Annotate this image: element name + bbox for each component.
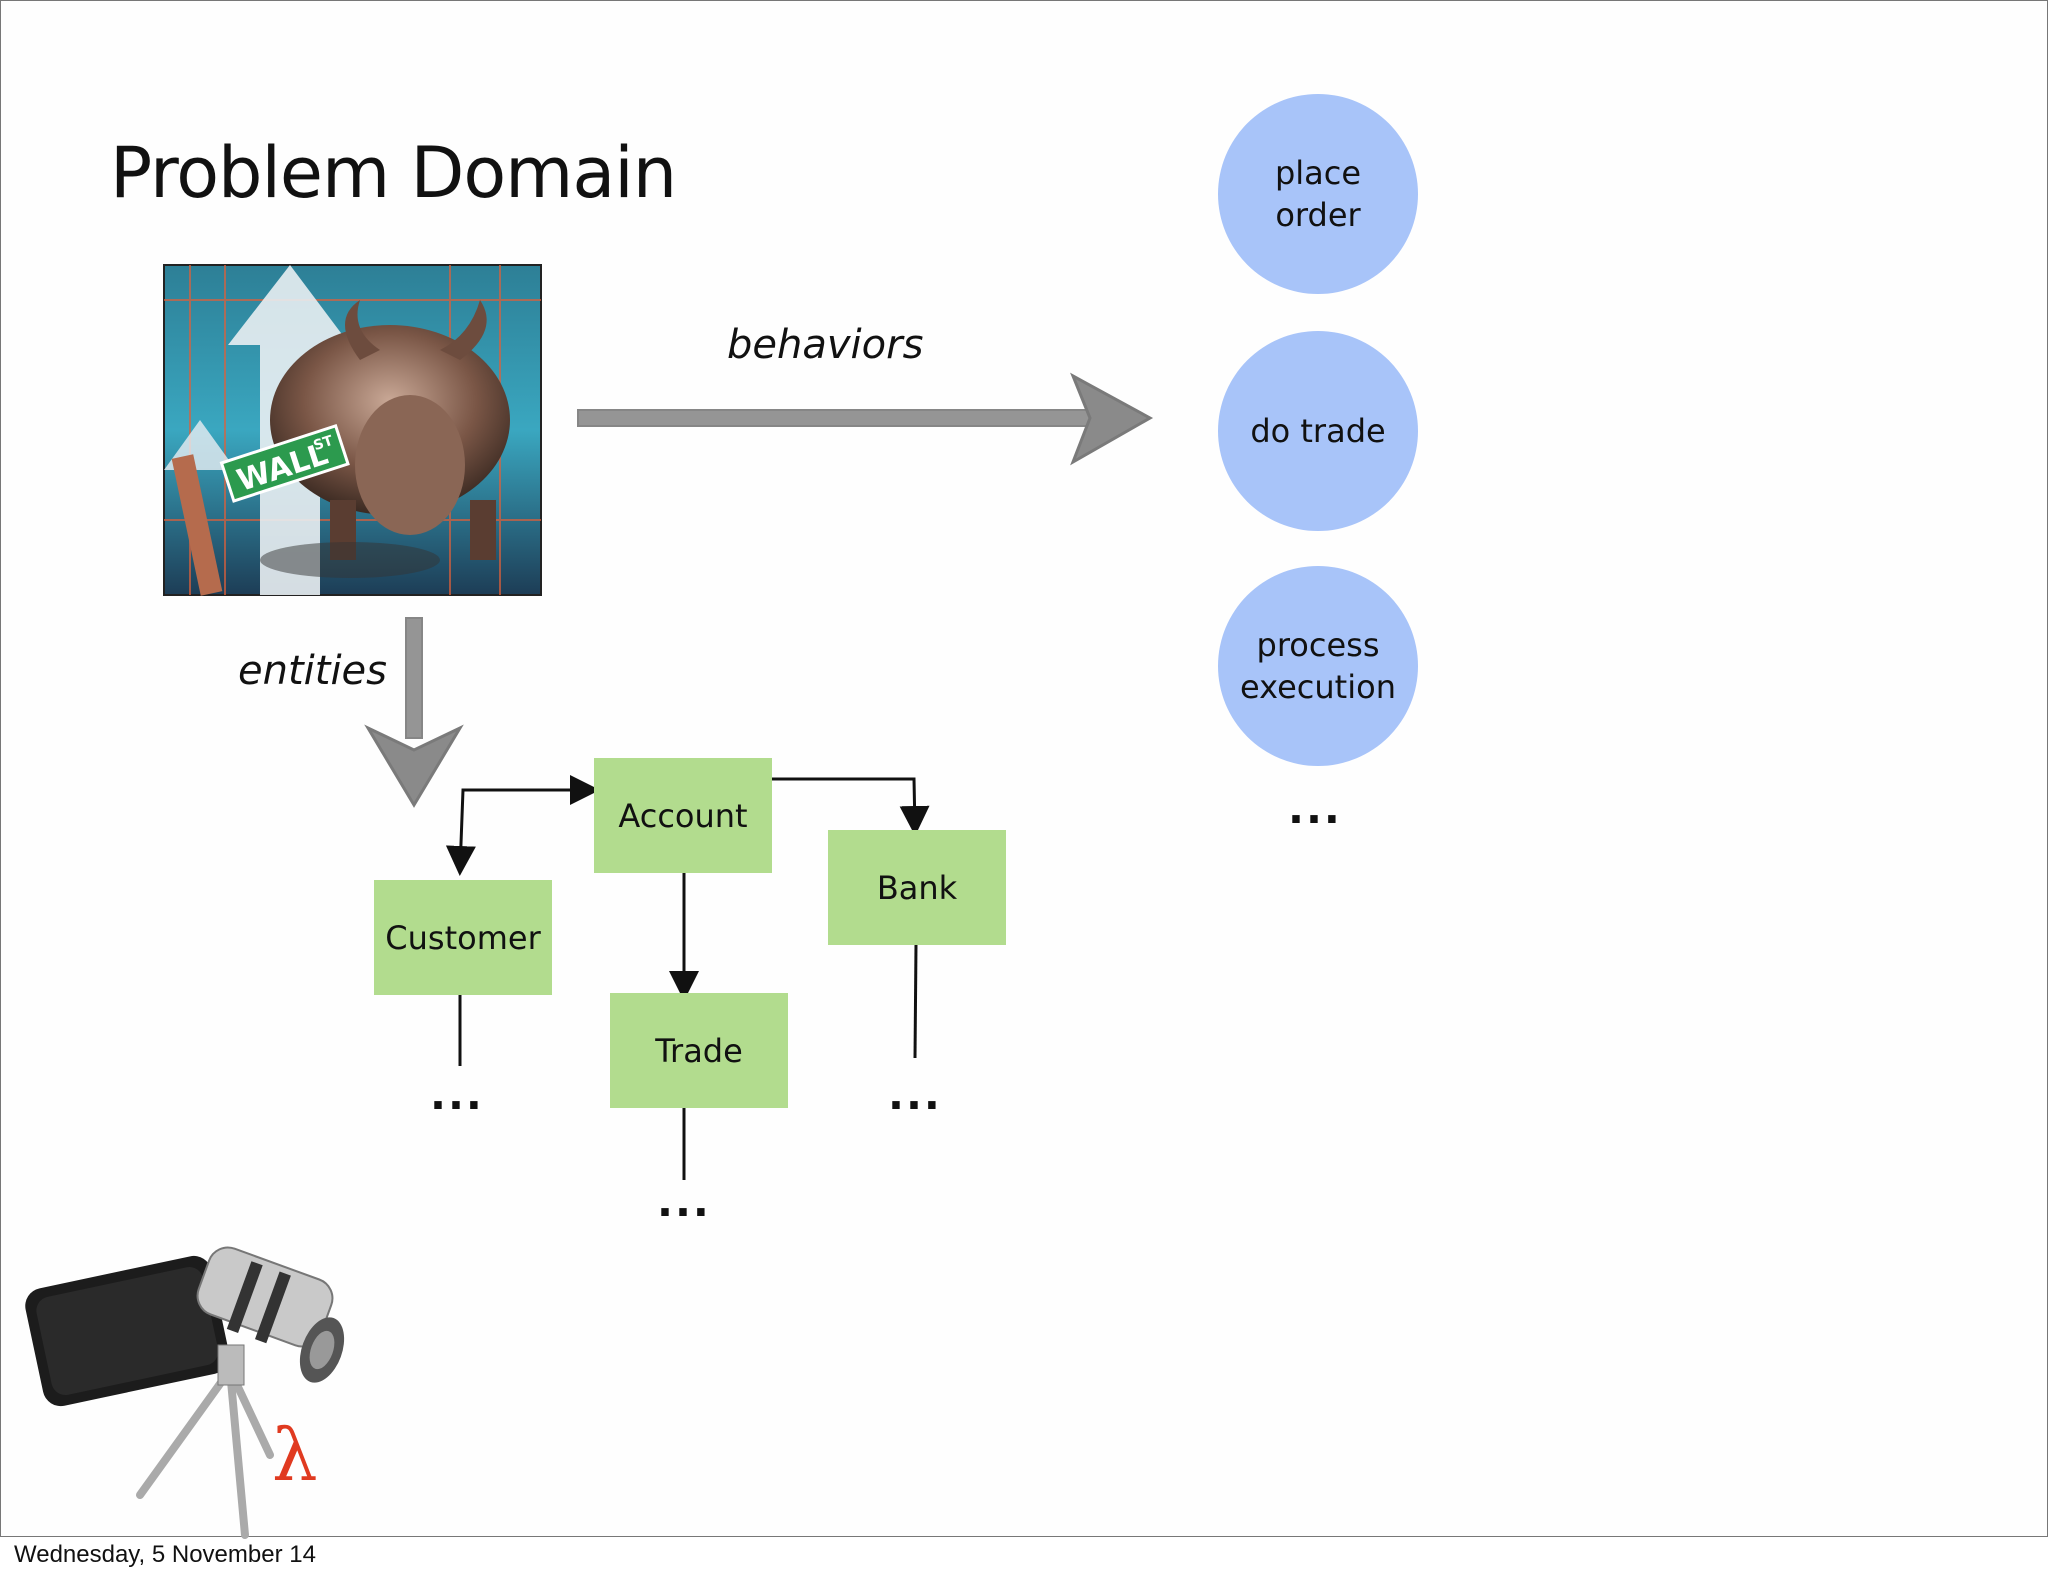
entity-customer-label: Customer <box>385 918 541 957</box>
entity-account: Account <box>594 758 772 873</box>
behavior-process-execution-line2: execution <box>1240 668 1396 706</box>
behaviors-label: behaviors <box>727 322 924 368</box>
slide <box>0 0 2048 1537</box>
behavior-do-trade-line1: do trade <box>1250 412 1386 450</box>
entity-trade: Trade <box>610 993 788 1108</box>
entity-bank-label: Bank <box>876 868 958 907</box>
behaviors-arrow <box>577 372 1154 466</box>
behavior-place-order-line2: order <box>1275 196 1361 234</box>
behavior-process-execution-line1: process <box>1256 626 1380 664</box>
entities-arrow <box>364 617 464 808</box>
behavior-place-order: place order <box>1218 94 1418 294</box>
footer-date: Wednesday, 5 November 14 <box>14 1541 316 1568</box>
entity-customer: Customer <box>374 880 552 995</box>
trade-ellipsis: ... <box>657 1177 711 1226</box>
slide-title: Problem Domain <box>110 132 677 214</box>
behavior-place-order-line1: place <box>1274 154 1362 192</box>
customer-ellipsis: ... <box>430 1070 484 1119</box>
entity-trade-label: Trade <box>655 1031 743 1070</box>
lens-barrel <box>196 1246 345 1383</box>
behavior-process-execution: process execution <box>1218 566 1418 766</box>
entities-label: entities <box>238 648 388 694</box>
svg-text:ST: ST <box>312 433 336 454</box>
lambda-icon: λ <box>272 1413 318 1497</box>
behavior-do-trade: do trade <box>1218 331 1418 531</box>
entity-bank: Bank <box>828 830 1006 945</box>
entity-account-label: Account <box>618 796 748 835</box>
behaviors-ellipsis: ... <box>1288 784 1342 833</box>
bank-ellipsis: ... <box>888 1070 942 1119</box>
